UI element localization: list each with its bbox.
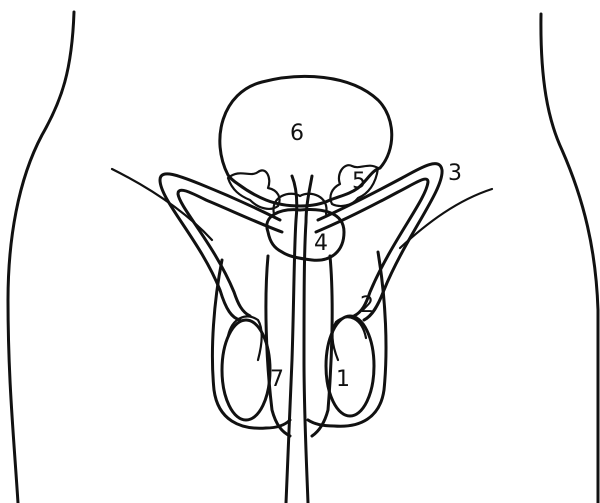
body-outline-left — [8, 12, 74, 503]
urethra-left-wall — [286, 176, 297, 503]
urethra-right-wall — [304, 176, 312, 503]
label-4: 4 — [314, 231, 328, 256]
label-1: 1 — [336, 367, 350, 392]
label-3: 3 — [448, 161, 462, 186]
scrotum-right — [308, 252, 386, 426]
label-2: 2 — [360, 293, 374, 318]
label-5: 5 — [352, 169, 366, 194]
label-6: 6 — [290, 121, 304, 146]
body-outline-right — [541, 14, 598, 503]
groin-line-right — [400, 189, 492, 248]
penis-outline-left — [266, 256, 290, 436]
label-7: 7 — [270, 367, 284, 392]
